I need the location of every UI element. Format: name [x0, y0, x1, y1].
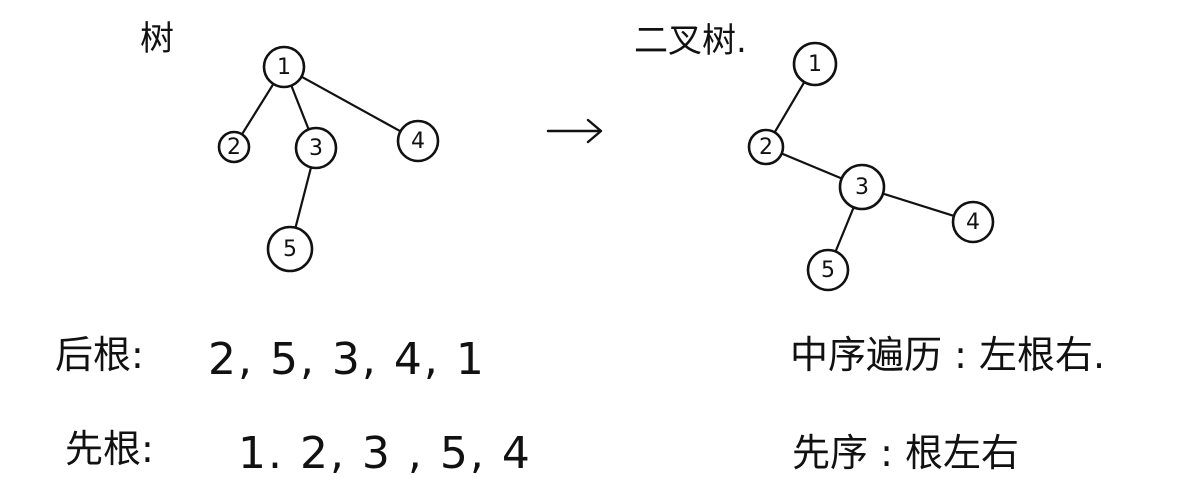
node-label: 4 [411, 129, 425, 154]
node-circle [217, 130, 251, 164]
traversal-sequence: 2, 5, 3, 4, 1 [208, 334, 486, 385]
tree-edge [294, 166, 313, 229]
node-circle [396, 119, 440, 163]
node-circle [838, 163, 886, 211]
tree-node-2: 2 [217, 130, 251, 164]
traversal-sequence: 1. 2, 3 , 5, 4 [238, 428, 532, 479]
tree-edge [780, 152, 843, 180]
node-label: 5 [821, 258, 835, 283]
traversal-preorder: 先根: 1. 2, 3 , 5, 4 [65, 427, 532, 479]
node-label: 3 [309, 136, 323, 161]
binary-tree-title: 二叉树. [634, 21, 747, 61]
tree-title: 树 [140, 19, 174, 59]
traversal-label: 后根: [55, 333, 144, 377]
traversal-label: 先根: [65, 427, 154, 471]
tree-edge [300, 75, 402, 133]
node-circle [294, 126, 338, 170]
tree-node-3: 3 [838, 163, 886, 211]
tree-node-4: 4 [396, 119, 440, 163]
tree-node-1: 1 [262, 45, 306, 89]
binary-tree: 1 2 3 4 5 [747, 41, 995, 292]
inorder-rule: 中序遍历 : 左根右. [790, 333, 1105, 377]
node-label: 3 [855, 175, 869, 200]
node-label: 1 [277, 55, 291, 80]
tree-node-5: 5 [806, 248, 850, 292]
tree-edge [773, 80, 806, 134]
tree-edge [881, 192, 956, 218]
node-label: 1 [808, 52, 822, 77]
preorder-rule: 先序 : 根左右 [792, 431, 1019, 475]
tree-node-5: 5 [266, 225, 314, 273]
tree-node-2: 2 [747, 128, 785, 166]
tree-edge [240, 82, 275, 136]
node-circle [792, 41, 838, 87]
node-label: 2 [227, 135, 241, 160]
general-tree: 1 2 3 4 5 [217, 45, 440, 273]
tree-node-4: 4 [951, 200, 995, 244]
node-circle [262, 45, 306, 89]
tree-edge [290, 84, 310, 131]
node-circle [806, 248, 850, 292]
node-circle [747, 128, 785, 166]
tree-edge [834, 206, 855, 253]
node-circle [951, 200, 995, 244]
conversion-arrow-icon [546, 118, 603, 144]
node-circle [266, 225, 314, 273]
node-label: 2 [759, 135, 773, 160]
node-label: 4 [966, 210, 980, 235]
traversal-postorder: 后根: 2, 5, 3, 4, 1 [55, 333, 486, 385]
tree-node-1: 1 [792, 41, 838, 87]
node-label: 5 [283, 237, 297, 262]
tree-node-3: 3 [294, 126, 338, 170]
